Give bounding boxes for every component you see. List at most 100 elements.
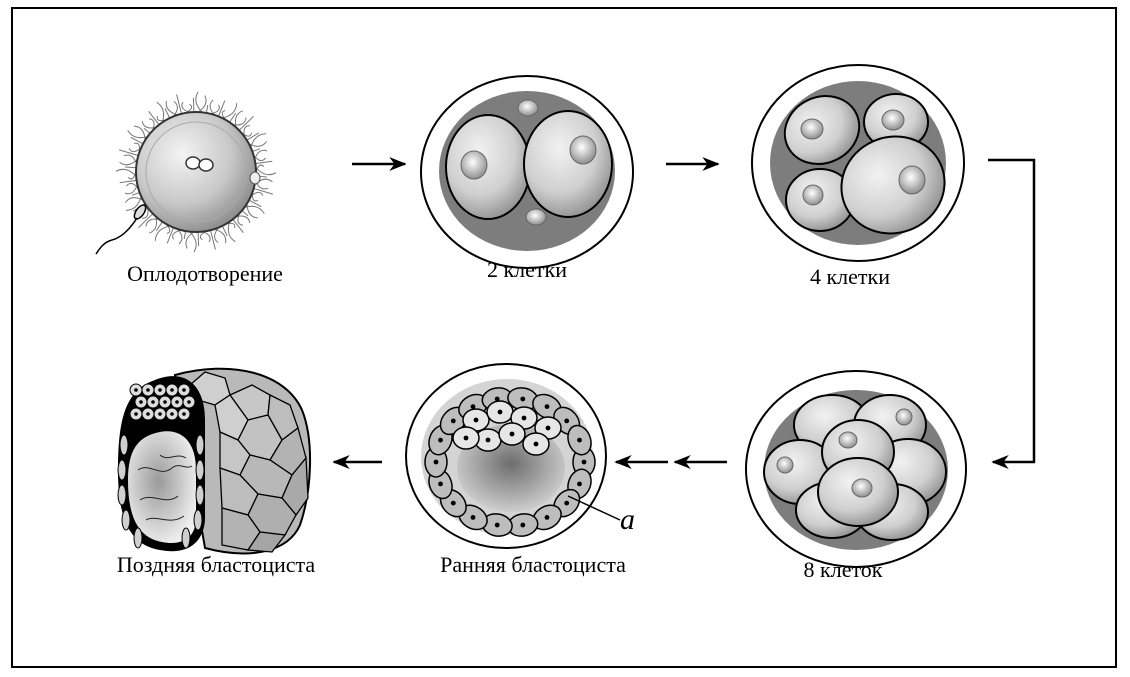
eight-cell-embryo-illustration — [745, 370, 967, 568]
icm-nucleus — [187, 400, 191, 404]
cell-nucleus — [438, 481, 443, 487]
icm-nucleus — [139, 400, 143, 404]
annotation-a: a — [620, 503, 635, 536]
corona-hair — [134, 125, 146, 141]
cell-nucleus — [564, 418, 570, 424]
icm-nucleus — [163, 400, 167, 404]
corona-hair — [197, 231, 200, 247]
corona-hair — [244, 205, 265, 214]
trophoblast-rim-cell — [195, 434, 205, 456]
cell-nucleus — [494, 396, 500, 402]
corona-hair — [235, 215, 251, 224]
corona-hair — [197, 95, 207, 113]
label-two-cells: 2 клетки — [486, 257, 568, 282]
corona-hair — [195, 91, 203, 113]
corona-hair — [255, 160, 273, 165]
corona-hair — [248, 141, 268, 147]
corona-hair — [177, 228, 183, 245]
annotation-leader-line — [567, 495, 621, 521]
trophoblast-rim-cell — [121, 509, 131, 531]
corona-hair — [214, 227, 219, 244]
corona-hair — [119, 179, 137, 184]
fertilized-egg-illustration — [95, 91, 277, 255]
cell-nucleus — [521, 415, 527, 421]
cell-nucleus — [533, 441, 539, 447]
corona-hair — [250, 133, 267, 148]
corona-hair — [246, 203, 258, 219]
cell-nucleus — [494, 522, 500, 528]
label-early-blastocyst: Ранняя бластоциста — [440, 552, 626, 577]
corona-hair — [165, 100, 178, 116]
icm-nucleus — [175, 400, 179, 404]
cell-nucleus — [463, 435, 469, 441]
icm-nucleus — [158, 412, 162, 416]
trophoblast-rim-cell — [117, 484, 127, 506]
corona-hair — [214, 228, 227, 244]
cell-nucleus — [520, 396, 526, 402]
two-cell-embryo-illustration — [420, 75, 634, 269]
icm-nucleus — [134, 388, 138, 392]
corona-hair — [130, 136, 144, 145]
arrow-4-to-8 — [988, 158, 1036, 469]
label-four-cells: 4 клетки — [809, 264, 891, 289]
cell-nucleus — [450, 500, 456, 506]
icm-nucleus — [170, 388, 174, 392]
trophoblast-rim-cell — [119, 434, 129, 456]
corona-hair — [138, 213, 154, 228]
cell-nucleus — [544, 515, 550, 520]
corona-hair — [248, 199, 262, 208]
cell-nucleus — [564, 500, 570, 506]
cell-nucleus — [438, 437, 443, 443]
corona-hair — [185, 231, 195, 249]
corona-hair — [253, 188, 274, 195]
trophoblast-rim-cell — [181, 527, 191, 549]
cell-nucleus — [433, 459, 439, 465]
corona-hair — [232, 218, 244, 234]
corona-hair — [176, 94, 182, 114]
late-blastocyst-illustration — [117, 367, 312, 555]
corona-hair — [234, 110, 243, 128]
four-cell-embryo-illustration — [751, 64, 965, 262]
cell-nucleus — [509, 431, 515, 437]
corona-hair — [192, 97, 195, 113]
stage-arrows — [332, 157, 1036, 469]
corona-hair — [189, 231, 197, 253]
label-fertilization: Оплодотворение — [127, 261, 283, 286]
icm-nucleus — [182, 412, 186, 416]
corona-hair — [124, 184, 138, 195]
icm-nucleus — [146, 412, 150, 416]
trophoblast-rim-cell — [193, 509, 203, 531]
corona-hair — [125, 196, 142, 211]
corona-hair — [255, 167, 277, 176]
corona-hair — [166, 227, 174, 244]
corona-hair — [145, 218, 160, 227]
sperm-tail — [95, 217, 138, 255]
cell-nucleus — [497, 409, 503, 415]
cell-nucleus — [470, 404, 476, 409]
corona-hair — [115, 168, 137, 177]
corona-hair — [218, 100, 226, 117]
cell-nucleus — [485, 437, 491, 443]
icm-nucleus — [151, 400, 155, 404]
corona-hair — [173, 100, 178, 117]
icm-nucleus — [158, 388, 162, 392]
cell-nucleus — [545, 425, 551, 431]
corona-hair — [118, 149, 139, 156]
cell-nucleus — [473, 417, 479, 423]
corona-hair — [232, 117, 247, 126]
trophoblast-rim-cell — [133, 527, 143, 549]
corona-hair — [209, 99, 215, 116]
corona-hair — [149, 216, 158, 234]
cell-nucleus — [544, 404, 550, 409]
cell-nucleus — [450, 418, 456, 424]
label-late-blastocyst: Поздняя бластоциста — [116, 552, 316, 577]
cell-nucleus — [581, 459, 587, 465]
corona-hair — [246, 132, 260, 141]
cell-nucleus — [470, 515, 476, 520]
icm-nucleus — [146, 388, 150, 392]
icm-nucleus — [170, 412, 174, 416]
corona-hair — [238, 116, 254, 131]
early-blastocyst-illustration — [405, 363, 621, 549]
cell-nucleus — [520, 522, 526, 528]
